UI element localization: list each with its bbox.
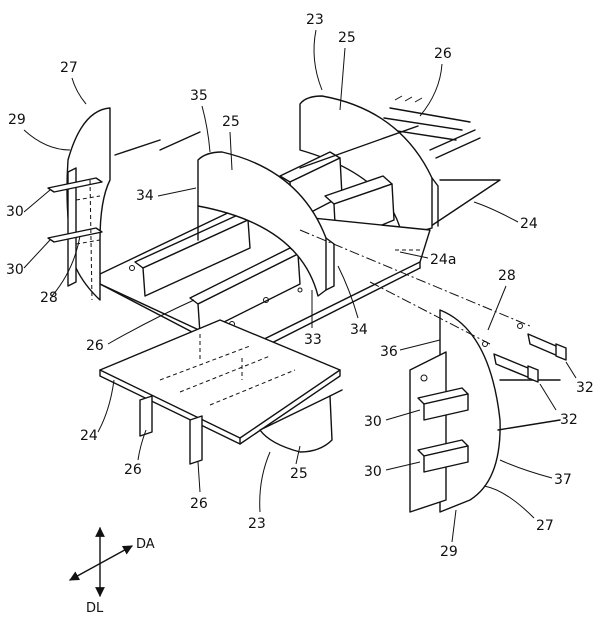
label-24-bottom: 24 — [80, 428, 98, 444]
label-26-mid: 26 — [86, 338, 104, 354]
label-27-right: 27 — [536, 518, 554, 534]
label-33: 33 — [304, 332, 322, 348]
label-37: 37 — [554, 472, 572, 488]
label-32-b: 32 — [560, 412, 578, 428]
label-23-bottom: 23 — [248, 516, 266, 532]
label-26-top: 26 — [434, 46, 452, 62]
reference-labels: 23 25 26 27 35 25 29 34 24 30 30 28 24a … — [6, 12, 594, 560]
label-29-right: 29 — [440, 544, 458, 560]
direction-label-da: DA — [136, 537, 155, 552]
label-25-bottom: 25 — [290, 466, 308, 482]
label-24-right: 24 — [520, 216, 538, 232]
label-30-right-b: 30 — [364, 464, 382, 480]
label-32-a: 32 — [576, 380, 594, 396]
label-30-left-a: 30 — [6, 204, 24, 220]
label-30-left-b: 30 — [6, 262, 24, 278]
label-24a: 24a — [430, 252, 456, 268]
screw-lower — [482, 341, 539, 383]
label-23-top: 23 — [306, 12, 324, 28]
end-cover-right — [409, 309, 561, 513]
label-26-bottom-mid: 26 — [190, 496, 208, 512]
label-26-bottom-left: 26 — [124, 462, 142, 478]
label-36: 36 — [380, 344, 398, 360]
label-35: 35 — [190, 88, 208, 104]
direction-indicator: DA DL — [69, 527, 155, 616]
label-34-mid: 34 — [350, 322, 368, 338]
label-34-left: 34 — [136, 188, 154, 204]
label-28-right: 28 — [498, 268, 516, 284]
lower-assembly — [99, 319, 343, 465]
mid-base-plate — [99, 209, 431, 359]
direction-label-dl: DL — [86, 601, 104, 616]
screw-upper — [517, 323, 567, 361]
label-27-left: 27 — [60, 60, 78, 76]
label-30-right-a: 30 — [364, 414, 382, 430]
label-29-left: 29 — [8, 112, 26, 128]
divider-plate-upper — [299, 95, 439, 237]
label-25-top: 25 — [338, 30, 356, 46]
label-25-mid: 25 — [222, 114, 240, 130]
end-cover-left — [47, 107, 111, 301]
divider-plate-mid — [197, 151, 335, 297]
assembly-axis-lines — [199, 229, 531, 380]
